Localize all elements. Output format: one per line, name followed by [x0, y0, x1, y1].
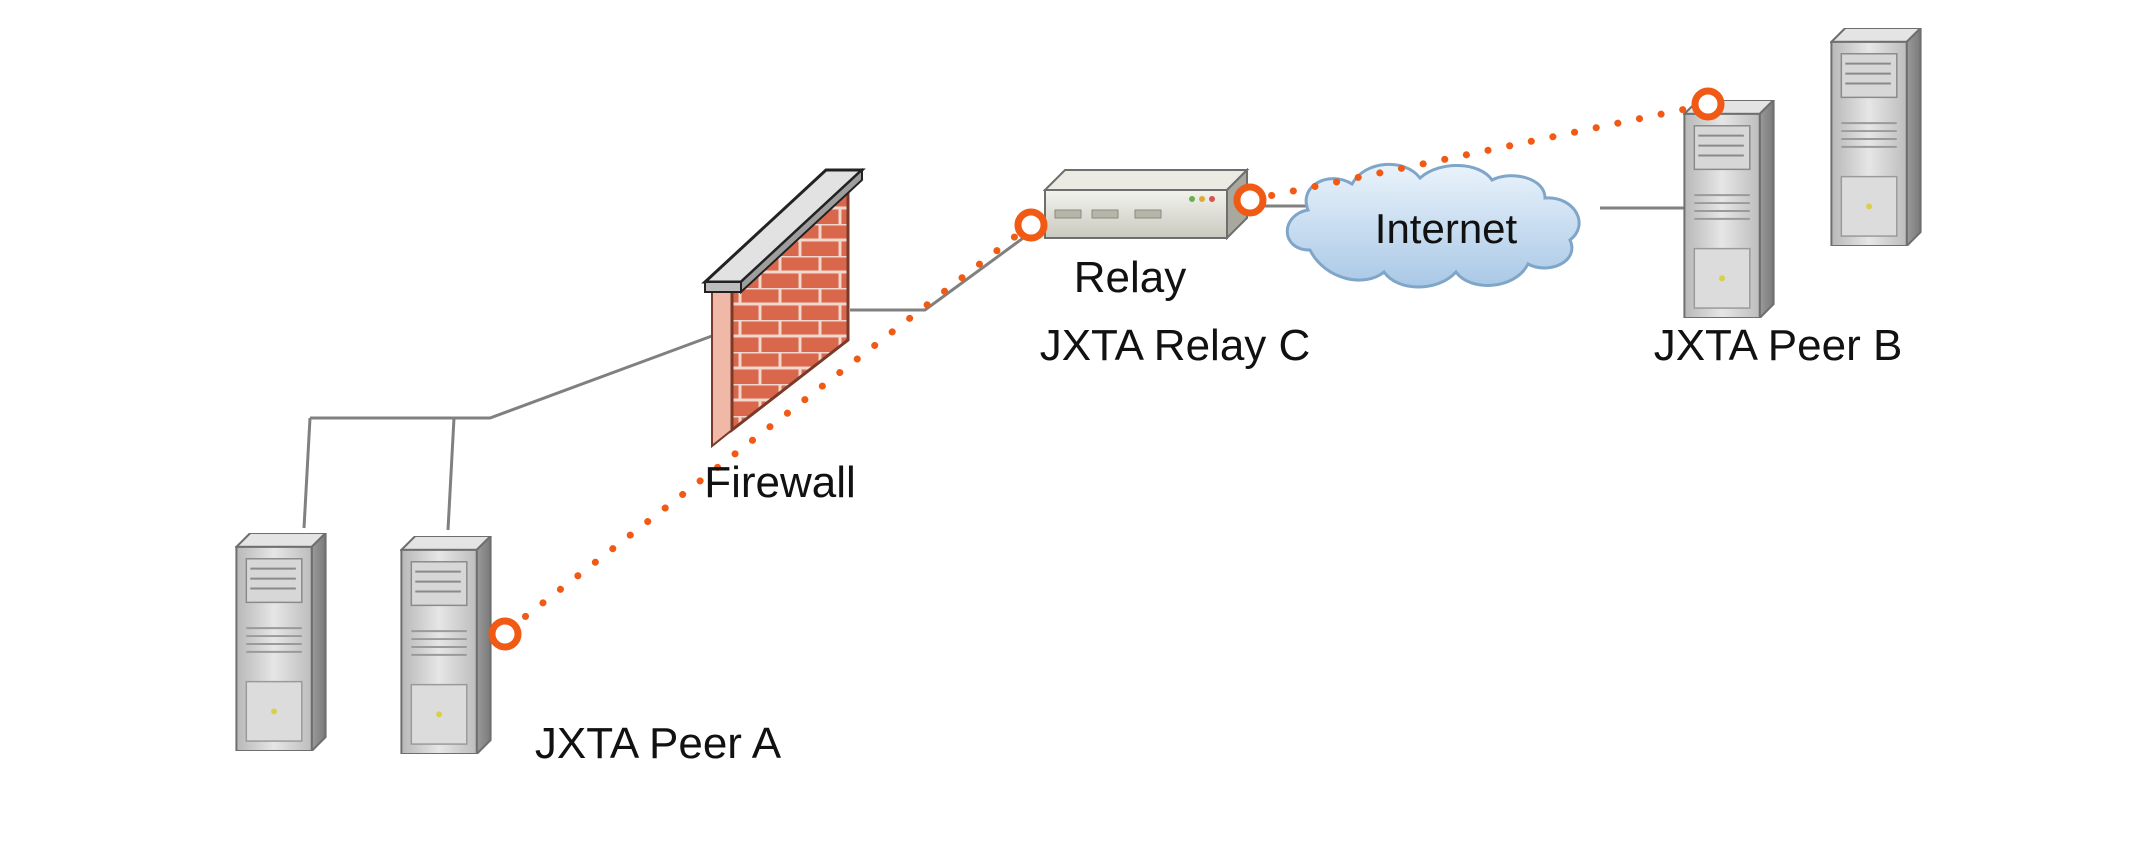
relay-router-icon — [1042, 167, 1250, 241]
internet-label: Internet — [1375, 205, 1518, 252]
relay-device-label: Relay — [1074, 253, 1187, 302]
network-wires — [302, 204, 1688, 531]
internet-cloud-icon — [1285, 163, 1581, 289]
lan-drop-left-wire — [302, 417, 312, 529]
endpoint-marker-icon — [1691, 87, 1725, 121]
lan-bus-wire — [310, 331, 721, 420]
endpoint-marker-icon — [1014, 208, 1048, 242]
server-icon — [235, 533, 327, 751]
lan-drop-right-wire — [446, 417, 456, 531]
server-icon — [400, 536, 492, 754]
endpoint-marker-icon — [1233, 183, 1267, 217]
server-icon — [1683, 100, 1775, 318]
firewall-label: Firewall — [704, 458, 856, 507]
peer-a-label: JXTA Peer A — [535, 719, 782, 768]
peer-b-label: JXTA Peer B — [1654, 321, 1903, 370]
jxta-relay-path — [504, 101, 1709, 634]
firewall-icon — [701, 167, 866, 449]
peer-a-to-relay-path — [504, 221, 1034, 634]
endpoint-marker-icon — [488, 617, 522, 651]
endpoint-markers — [488, 87, 1725, 651]
server-icon — [1830, 28, 1922, 246]
relay-label: JXTA Relay C — [1040, 321, 1311, 370]
firewall-to-relay-wire — [850, 220, 1046, 312]
